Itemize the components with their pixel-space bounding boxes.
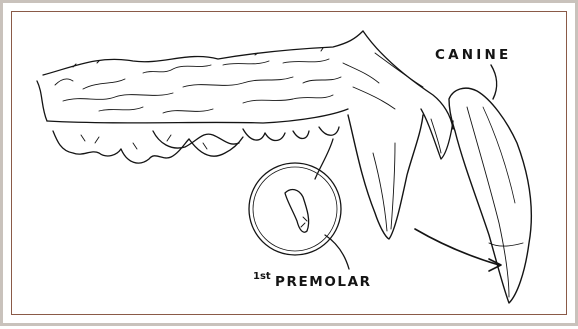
canine-arrow xyxy=(415,229,501,271)
cheek-teeth xyxy=(53,127,339,163)
maxilla-bone xyxy=(37,31,453,129)
premolar-ordinal: 1st xyxy=(253,271,271,282)
incisor xyxy=(421,109,453,159)
canine-label: CANINE xyxy=(435,47,511,63)
premolar-label: PREMOLAR xyxy=(275,274,372,290)
canine-in-jaw xyxy=(348,115,423,239)
canine-isolated xyxy=(449,65,531,303)
premolar-callout xyxy=(249,139,349,269)
